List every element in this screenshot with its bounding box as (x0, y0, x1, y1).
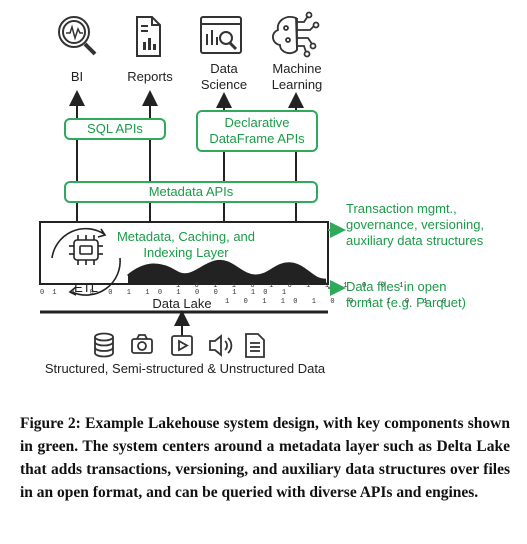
video-play-icon (171, 335, 193, 356)
ml-line-1: Machine (272, 61, 322, 76)
etl-label: ETL (74, 280, 98, 295)
metadata-layer-title: Metadata, Caching, and Indexing Layer (104, 229, 268, 261)
brain-network-icon (272, 11, 320, 58)
data-science-line-2: Science (200, 77, 248, 92)
figure-caption: Figure 2: Example Lakehouse system desig… (20, 415, 510, 501)
transactions-line-2: governance, versioning, (346, 217, 485, 232)
sql-apis-box: SQL APIs (64, 118, 166, 140)
camera-icon (131, 334, 153, 354)
consumer-data-science-label: Data Science (194, 61, 254, 93)
ml-line-2: Learning (271, 77, 323, 92)
transactions-line-3: auxiliary data structures (346, 233, 484, 248)
data-science-line-1: Data (210, 61, 238, 76)
bits-row-3: 1 0 1 1 0 1 0 0 1 1 0 1 0 (225, 298, 449, 306)
data-science-window-icon (200, 16, 242, 54)
declarative-apis-box: Declarative DataFrame APIs (196, 110, 318, 152)
files-annotation: Data files in open format (e.g. Parquet) (346, 279, 516, 311)
magnifier-chart-icon (58, 16, 97, 56)
database-icon (94, 332, 114, 358)
files-line-2: format (e.g. Parquet) (346, 295, 466, 310)
layer-title-line-1: Metadata, Caching, and (116, 229, 256, 244)
data-lake-label: Data Lake (152, 296, 212, 311)
etl-cycle-icon (51, 227, 121, 296)
bits-row-2: 0 1 1 0 0 1 1 0 1 0 0 1 1 0 1 (40, 289, 289, 297)
metadata-apis-box: Metadata APIs (64, 181, 318, 203)
files-line-1: Data files in open (346, 279, 447, 294)
diagram-canvas (39, 11, 346, 358)
consumer-ml-label: Machine Learning (260, 61, 334, 93)
bits-row-1: 1 0 1 1 0 1 0 1 1 1 0 0 1 (176, 282, 406, 290)
consumer-bi-label: BI (70, 69, 84, 84)
layer-title-line-2: Indexing Layer (143, 245, 229, 260)
transactions-line-1: Transaction mgmt., (346, 201, 457, 216)
document-icon (245, 333, 265, 358)
report-document-icon (136, 16, 161, 57)
speaker-icon (209, 334, 233, 357)
sources-label: Structured, Semi-structured & Unstructur… (44, 361, 326, 376)
declarative-line-2: DataFrame APIs (209, 131, 305, 146)
declarative-line-1: Declarative (224, 115, 290, 130)
consumer-reports-label: Reports (127, 69, 173, 84)
transactions-annotation: Transaction mgmt., governance, versionin… (346, 201, 516, 249)
data-wave (128, 261, 326, 284)
